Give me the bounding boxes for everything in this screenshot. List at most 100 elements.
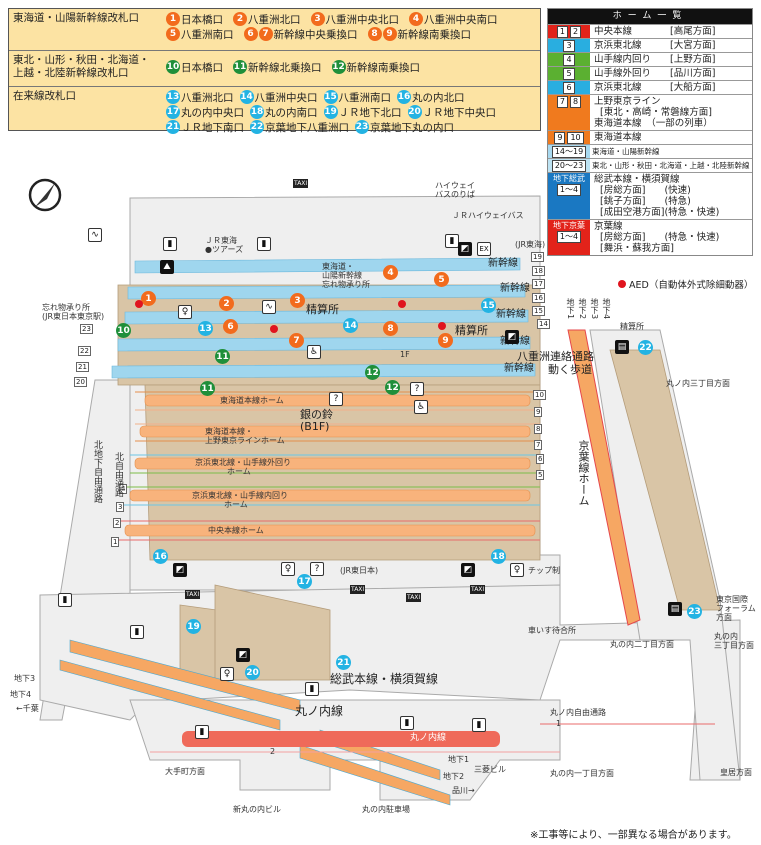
gate-name: 丸の内南口	[265, 106, 318, 119]
shinkansen-platform-label: 新幹線	[496, 309, 526, 320]
gate-badge-16[interactable]: 16	[153, 549, 168, 564]
gate-badge-18[interactable]: 18	[491, 549, 506, 564]
shinkansen-platform-label: 新幹線	[500, 283, 530, 294]
map-label-tip: チップ制	[528, 566, 560, 575]
platform-line-text: 山手線内回り [上野方面]	[594, 54, 716, 65]
gate-badge-15[interactable]: 15	[481, 298, 496, 313]
gate-number-badge: 11	[233, 60, 247, 74]
gate-badge-19[interactable]: 19	[186, 619, 201, 634]
platform-line-text: 総武本線・横須賀線 [房総方面] (快速) [銚子方面] (特急) [成田空港方…	[594, 174, 720, 218]
restroom-icon: ♀	[281, 562, 295, 576]
platform-number-cell: 4	[548, 53, 590, 66]
platform-number: 1～4	[556, 184, 582, 196]
track-number: 3	[116, 502, 125, 512]
gate-badge-7[interactable]: 7	[289, 333, 304, 348]
gate-badge-22[interactable]: 22	[638, 340, 653, 355]
platform-line-text: 京浜東北線 [大船方面]	[594, 82, 716, 93]
track-number: 14	[537, 319, 550, 329]
gate-group-label: 在来線改札口	[13, 90, 76, 102]
aed-marker-icon	[438, 322, 446, 330]
map-label-jr-hw-bus: ＪＲハイウェイバス	[452, 211, 524, 220]
gate-badge-2[interactable]: 2	[219, 296, 234, 311]
gate-number-badge: 5	[166, 27, 180, 41]
aed-legend-text: AED（自動体外式除細動器）	[629, 280, 754, 291]
map-label-chuo-home: 中央本線ホーム	[208, 526, 264, 535]
platform-line-text: 京浜東北線 [大宮方面]	[594, 40, 716, 51]
platform-line-text: 京葉線 [房総方面] (特急・快速) [舞浜・蘇我方面]	[594, 221, 720, 254]
gate-badge-21[interactable]: 21	[336, 655, 351, 670]
platform-number-cell: 20～23	[548, 159, 590, 172]
gate-badge-6[interactable]: 6	[223, 319, 238, 334]
gate-name: 京葉地下丸の内口	[370, 121, 454, 134]
map-label-jr-tokai: (JR東海)	[515, 240, 546, 249]
gate-number-badge: 8	[367, 27, 382, 41]
gate-number-badge: 14	[239, 90, 254, 104]
taxi-icon: TAXI	[350, 585, 366, 594]
gate-number-badge: 10	[166, 60, 180, 74]
taxi-icon: TAXI	[293, 179, 309, 188]
map-label-marunouchi2: 丸の内二丁目方面	[610, 640, 674, 649]
gate-badge-11[interactable]: 11	[215, 349, 230, 364]
gate-name: 新幹線北乗換口	[248, 61, 322, 74]
map-label-seisan: 精算所	[306, 303, 339, 316]
gate-badge-14[interactable]: 14	[343, 318, 358, 333]
gate-badge-3[interactable]: 3	[290, 293, 305, 308]
platform-number: 10	[567, 132, 584, 144]
gate-group-label: 東海道・山陽新幹線改札口	[13, 12, 139, 24]
platform-number: 14～19	[551, 146, 587, 158]
gate-number-badge: 12	[331, 60, 346, 74]
ticket-machine-icon: ◩	[461, 563, 475, 577]
map-label-seisan: 精算所	[620, 322, 644, 331]
gate-badge-20[interactable]: 20	[245, 665, 260, 680]
keiyo-platform-label: 京葉線ホーム	[577, 440, 590, 506]
gate-name: 丸の内中央口	[181, 106, 244, 119]
gate-badge-9[interactable]: 9	[438, 333, 453, 348]
gate-number-badge: 4	[409, 12, 423, 26]
elevator-icon: ▮	[257, 237, 271, 251]
gate-badge-13[interactable]: 13	[198, 321, 213, 336]
map-label-marunouchi-free: 丸ノ内自由通路	[550, 708, 606, 717]
platform-number: 4	[563, 54, 575, 66]
gate-name: 八重洲北口	[181, 91, 234, 104]
platform-prefix: 地下総武	[553, 174, 585, 183]
map-label-keihin-uchi-home: 京浜東北線・山手線内回り ホーム	[192, 491, 288, 509]
gate-number-badge: 7	[258, 27, 273, 41]
gate-badge-17[interactable]: 17	[297, 574, 312, 589]
map-label-jr-east: (JR東日本)	[340, 566, 379, 575]
gate-badge-23[interactable]: 23	[687, 604, 702, 619]
map-label-shin-marunouchi: 新丸の内ビル	[233, 805, 281, 814]
track-number: 15	[532, 306, 545, 316]
conventional-platforms	[124, 394, 536, 537]
map-label-keihin-soto-home: 京浜東北線・山手線外回り ホーム	[195, 458, 291, 476]
map-label-marunouchi3-b: 丸の内 三丁目方面	[714, 632, 754, 650]
footnote: ※工事等により、一部異なる場合があります。	[530, 830, 737, 841]
gate-badge-10[interactable]: 10	[116, 323, 131, 338]
smoking-area-icon: ∿	[88, 228, 102, 242]
platform-number: 5	[563, 68, 575, 80]
compass	[28, 178, 62, 212]
gate-badge-5[interactable]: 5	[434, 272, 449, 287]
gate-badge-12[interactable]: 12	[385, 380, 400, 395]
gate-badge-12[interactable]: 12	[365, 365, 380, 380]
gate-badge-8[interactable]: 8	[383, 321, 398, 336]
shinkansen-platform-label: 新幹線	[504, 363, 534, 374]
gate-name: 八重洲北口	[248, 13, 301, 26]
track-number: 2	[113, 518, 122, 528]
gate-badge-1[interactable]: 1	[141, 291, 156, 306]
gate-badge-11[interactable]: 11	[200, 381, 215, 396]
shinkansen-platforms	[111, 257, 536, 379]
gate-name: ＪＲ地下南口	[181, 121, 244, 134]
map-label-lost-found-jre: 忘れ物承り所 (JR東日本東京駅)	[42, 303, 105, 321]
track-number: 16	[532, 293, 545, 303]
gate-badge-4[interactable]: 4	[383, 265, 398, 280]
